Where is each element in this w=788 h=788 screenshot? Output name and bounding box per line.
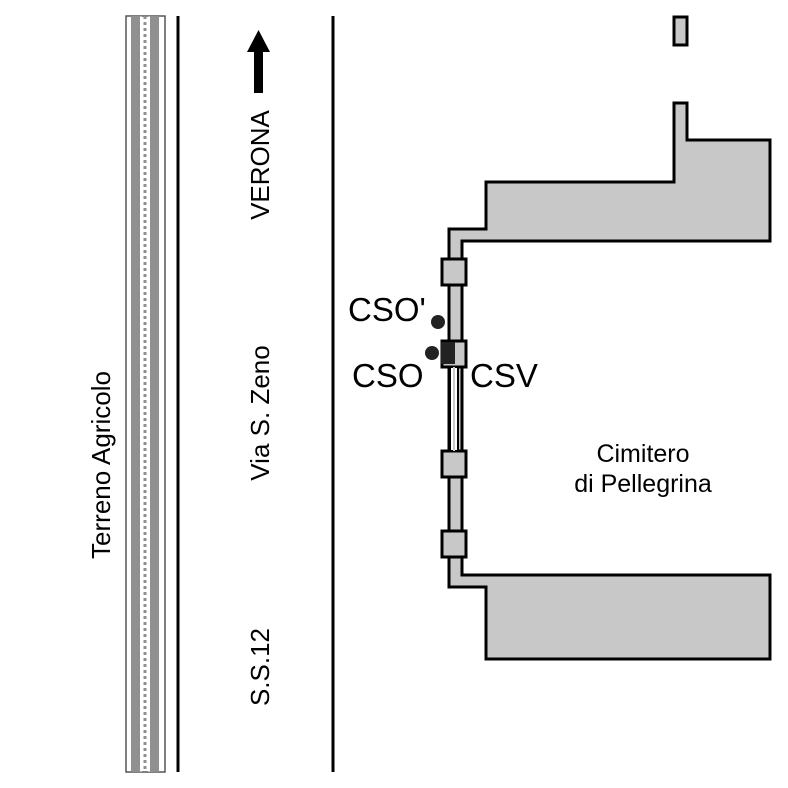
- direction-label: VERONA: [245, 109, 275, 219]
- station-cso-prime-label: CSO': [348, 291, 426, 328]
- wall-pillar: [440, 257, 468, 287]
- station-csv-label: CSV: [470, 357, 538, 394]
- road-name-label: Via S. Zeno: [245, 345, 275, 480]
- station-csv-marker: [441, 342, 455, 364]
- dot-marker-icon: [425, 346, 439, 360]
- road-code-label: S.S.12: [245, 628, 275, 706]
- railway-strip: [125, 15, 166, 773]
- field-label: Terreno Agricolo: [86, 371, 116, 559]
- wall-pillar: [440, 529, 468, 559]
- gate-marker: [672, 15, 689, 47]
- wall-pillar: [440, 449, 468, 479]
- station-cso-label: CSO: [352, 357, 424, 394]
- cemetery-label-line2: di Pellegrina: [574, 470, 712, 498]
- dot-marker-icon: [431, 315, 445, 329]
- arrow-up-icon: [247, 30, 270, 93]
- cemetery-wall: [447, 101, 772, 661]
- cemetery-label-line1: Cimitero: [596, 440, 689, 468]
